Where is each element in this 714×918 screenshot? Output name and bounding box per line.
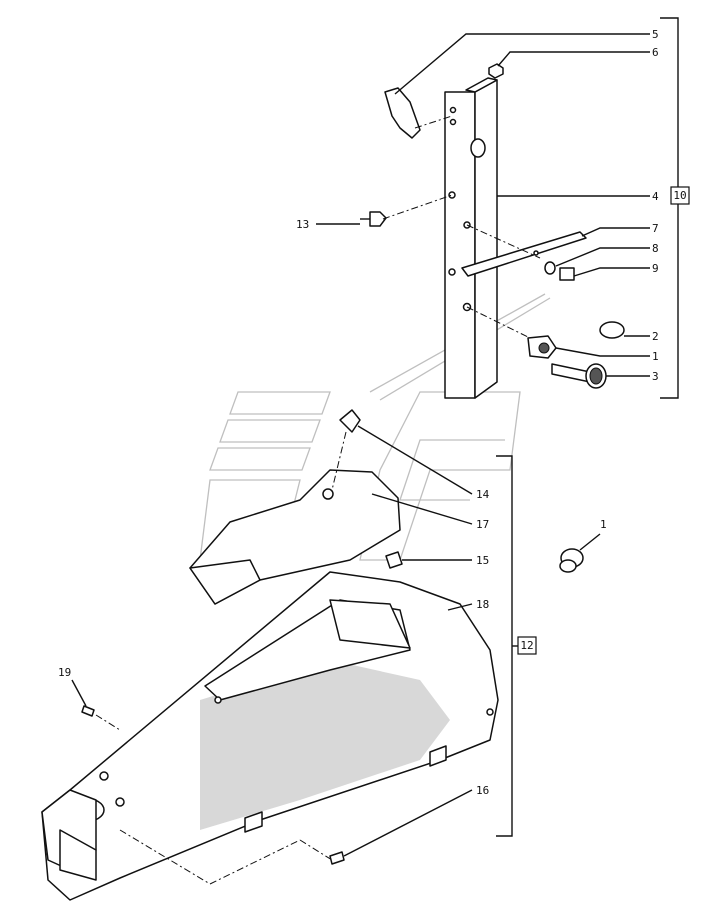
- group-bracket-12: [496, 455, 518, 837]
- callout-18: 18: [476, 598, 489, 611]
- lock-part: [551, 363, 591, 383]
- callout-1: 1: [652, 350, 659, 363]
- callout-6: 6: [652, 46, 659, 59]
- group-box-12: [517, 636, 537, 655]
- clip-part: [384, 87, 421, 139]
- screw-19: [81, 705, 95, 717]
- callout-1-lower: 1: [600, 518, 607, 531]
- bolt-part: [559, 267, 575, 281]
- clip-15: [385, 551, 403, 569]
- upright-bracket: [444, 77, 498, 399]
- group-label-10: 10: [673, 189, 686, 202]
- group-label-12: 12: [520, 639, 533, 652]
- callout-17: 17: [476, 518, 489, 531]
- callout-2: 2: [652, 330, 659, 343]
- callout-9: 9: [652, 262, 659, 275]
- nut-part: [488, 63, 504, 79]
- callout-16: 16: [476, 784, 489, 797]
- callout-8: 8: [652, 242, 659, 255]
- screw-13: [369, 211, 387, 227]
- bar-part: [461, 231, 587, 277]
- screw-16: [329, 851, 345, 865]
- fender-housing: [41, 571, 499, 901]
- callout-7: 7: [652, 222, 659, 235]
- callout-5: 5: [652, 28, 659, 41]
- group-bracket-10: [660, 17, 679, 399]
- group-box-10: [670, 186, 690, 205]
- callout-13: 13: [296, 218, 309, 231]
- callout-4: 4: [652, 190, 659, 203]
- callout-3: 3: [652, 370, 659, 383]
- assembly-lines: [95, 115, 541, 885]
- callout-14: 14: [476, 488, 490, 501]
- plug-part: [599, 321, 625, 339]
- callout-19: 19: [58, 666, 71, 679]
- washer-part: [544, 261, 556, 275]
- callout-15: 15: [476, 554, 489, 567]
- leader-lines: [71, 33, 650, 857]
- clip-14: [339, 409, 361, 433]
